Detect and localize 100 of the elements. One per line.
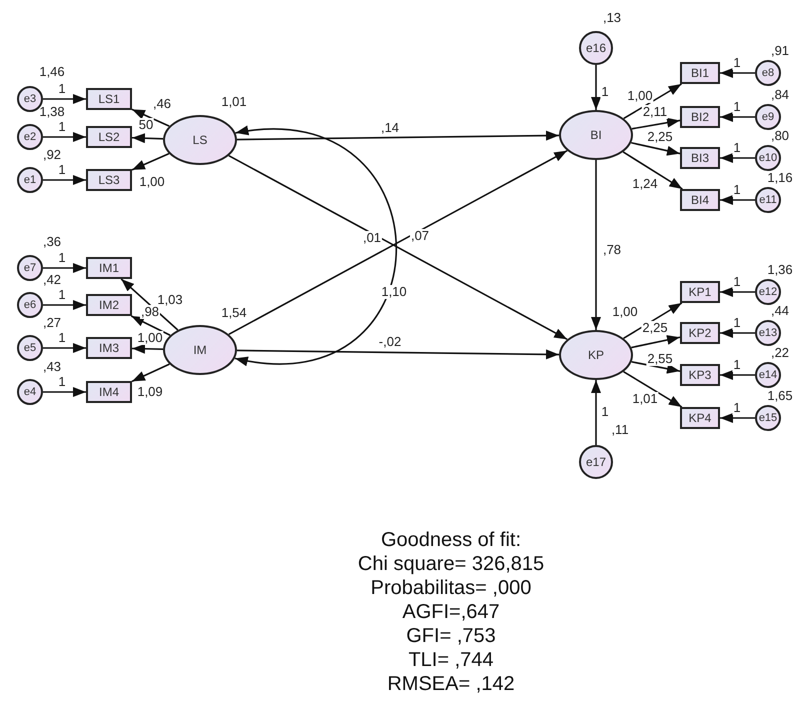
indicator-box: KP2	[680, 322, 720, 344]
edge-label: 1	[600, 405, 610, 419]
arrow	[132, 344, 164, 354]
edge-label: ,07	[410, 229, 430, 243]
arrow	[720, 328, 755, 338]
arrow	[720, 287, 755, 297]
edge-label: ,01	[362, 231, 382, 245]
edge-label: 1,00	[138, 175, 166, 189]
arrow	[591, 65, 601, 110]
arrow	[720, 413, 755, 423]
arrow	[120, 278, 178, 331]
edge-label: ,98	[140, 305, 160, 319]
variance-label: 1,65	[766, 389, 794, 403]
error-circle: e14	[755, 362, 781, 388]
indicator-box: BI2	[680, 106, 720, 128]
variance-label: ,27	[42, 316, 62, 330]
edge-label: 1	[732, 100, 742, 114]
arrow	[720, 153, 755, 163]
variance-label: ,42	[42, 273, 62, 287]
edge-label: 2,55	[646, 352, 674, 366]
arrow	[43, 94, 86, 104]
edge-label: 1	[732, 183, 742, 197]
variance-label: ,36	[42, 235, 62, 249]
edge-label: 1	[732, 56, 742, 70]
edge-label: 1,09	[136, 385, 164, 399]
error-circle: e4	[17, 379, 43, 405]
indicator-box: IM2	[86, 294, 132, 316]
indicator-box: IM4	[86, 381, 132, 403]
edge-label: ,46	[152, 97, 172, 111]
indicator-box: KP4	[680, 407, 720, 429]
arrow	[623, 83, 682, 120]
indicator-box: KP1	[680, 281, 720, 303]
error-circle: e11	[755, 187, 781, 213]
arrow	[43, 387, 86, 397]
arrow	[43, 343, 86, 353]
error-circle: e6	[17, 292, 43, 318]
edge-label: 2,25	[641, 321, 669, 335]
edge-label: 1,03	[156, 293, 184, 307]
edge-label: 1,10	[380, 285, 408, 299]
error-circle: e1	[17, 167, 43, 193]
edge-label: 2,25	[646, 130, 674, 144]
edge-label: 1	[57, 163, 67, 177]
arrow	[43, 132, 86, 142]
edge-label: 1	[732, 275, 742, 289]
fit-statistic: Goodness of fit:	[380, 528, 522, 552]
fit-statistic: TLI= ,744	[408, 648, 494, 672]
arrow	[591, 380, 601, 445]
edge-label: 1,24	[631, 177, 659, 191]
variance-label: ,44	[770, 304, 790, 318]
error-circle: e7	[17, 255, 43, 281]
double-headed-arrow	[234, 126, 397, 365]
variance-label: ,13	[602, 11, 622, 25]
arrow	[236, 130, 560, 141]
error-circle: e15	[755, 405, 781, 431]
edge-label: 1	[732, 316, 742, 330]
edge-label: 1	[57, 120, 67, 134]
arrow	[43, 300, 86, 310]
fit-statistic: Chi square= 326,815	[358, 552, 544, 576]
arrow	[623, 371, 682, 408]
edge-label: 1	[732, 358, 742, 372]
error-circle: e5	[17, 335, 43, 361]
arrow	[132, 152, 170, 171]
arrow	[132, 108, 170, 127]
edge-label: 1	[57, 288, 67, 302]
indicator-box: BI3	[680, 147, 720, 169]
fit-statistic: GFI= ,753	[406, 624, 496, 648]
arrow	[132, 133, 164, 144]
arrow	[622, 151, 683, 190]
arrow	[631, 361, 680, 374]
edge-label: 1	[57, 82, 67, 96]
arrow	[632, 118, 680, 130]
variance-label: ,80	[770, 129, 790, 143]
latent-ellipse: BI	[559, 110, 633, 160]
arrow	[720, 195, 755, 205]
fit-statistic: RMSEA= ,142	[387, 672, 515, 696]
arrow	[132, 363, 170, 382]
indicator-box: KP3	[680, 364, 720, 386]
error-circle: e9	[755, 104, 781, 130]
variance-label: 1,01	[220, 95, 248, 109]
indicator-box: BI1	[680, 62, 720, 84]
edge-label: 1	[57, 331, 67, 345]
edge-label: 50	[138, 118, 154, 132]
edge-label: ,78	[602, 243, 622, 257]
indicator-box: BI4	[680, 189, 720, 211]
error-circle: e8	[755, 60, 781, 86]
latent-ellipse: LS	[163, 115, 237, 165]
variance-label: ,91	[770, 44, 790, 58]
edge-label: ,14	[380, 121, 400, 135]
error-circle: e10	[755, 145, 781, 171]
variance-label: ,92	[42, 148, 62, 162]
variance-label: ,84	[770, 88, 790, 102]
variance-label: 1,54	[220, 306, 248, 320]
variance-label: ,22	[770, 346, 790, 360]
edge-label: 1,00	[626, 89, 654, 103]
indicator-box: LS3	[86, 169, 132, 191]
variance-label: ,43	[42, 360, 62, 374]
error-circle: e12	[755, 279, 781, 305]
indicator-box: IM3	[86, 337, 132, 359]
error-circle: e16	[579, 31, 613, 65]
error-circle: e2	[17, 124, 43, 150]
